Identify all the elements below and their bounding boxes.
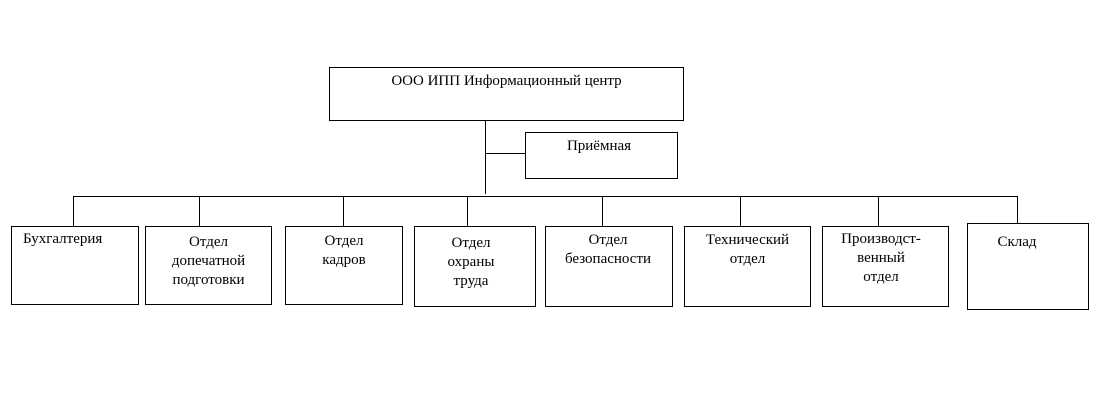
department-drop-line [73, 196, 74, 227]
department-drop-line [467, 196, 468, 227]
department-drop-line [199, 196, 200, 227]
department-drop-line [343, 196, 344, 227]
department-label-warehouse: Склад [997, 234, 1037, 250]
department-box-prepress [145, 226, 272, 305]
department-label-security: Отдел безопасности [564, 232, 652, 267]
department-drop-line [1017, 196, 1018, 224]
department-label-labor-safety: Отдел охраны труда [447, 235, 495, 289]
assistant-box [525, 132, 678, 179]
root-label: ООО ИПП Информационный центр [391, 73, 622, 89]
assistant-label: Приёмная [566, 138, 632, 154]
assistant-connector-line [485, 153, 526, 154]
department-box-accounting [11, 226, 139, 305]
root-connector-line [485, 120, 486, 194]
department-drop-line [602, 196, 603, 227]
department-drop-line [878, 196, 879, 227]
department-label-prepress: Отдел допечатной подготовки [171, 234, 246, 288]
department-box-warehouse [967, 223, 1089, 310]
departments-bus-line [73, 196, 1018, 197]
department-box-hr [285, 226, 403, 305]
department-label-technical: Технический отдел [705, 232, 790, 267]
department-label-accounting: Бухгалтерия [23, 231, 103, 247]
department-box-technical [684, 226, 811, 307]
department-label-hr: Отдел кадров [322, 233, 366, 268]
root-box [329, 67, 684, 121]
department-label-production: Производст- венный отдел [841, 231, 921, 285]
department-box-security [545, 226, 673, 307]
department-box-production [822, 226, 949, 307]
department-drop-line [740, 196, 741, 227]
department-box-labor-safety [414, 226, 536, 307]
